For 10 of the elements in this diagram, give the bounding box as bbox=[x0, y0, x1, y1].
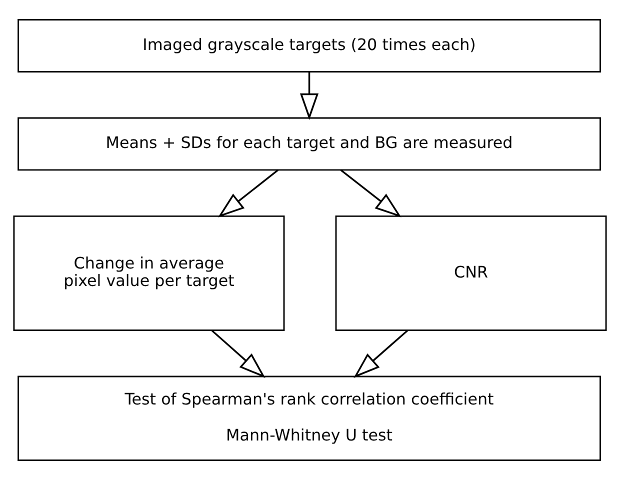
arrow bbox=[300, 72, 319, 120]
arrow bbox=[218, 168, 279, 217]
arrow bbox=[340, 168, 402, 217]
arrow bbox=[211, 329, 266, 378]
node-box: Change in average pixel value per target bbox=[13, 214, 285, 330]
arrow bbox=[354, 329, 408, 378]
node-box: Test of Spearman's rank correlation coefficient Mann-Whitney U test bbox=[18, 375, 601, 460]
node-box: Imaged grayscale targets (20 times each) bbox=[18, 18, 601, 72]
node-box: Means + SDs for each target and BG are measured bbox=[18, 116, 601, 170]
node-box: CNR bbox=[335, 214, 607, 330]
